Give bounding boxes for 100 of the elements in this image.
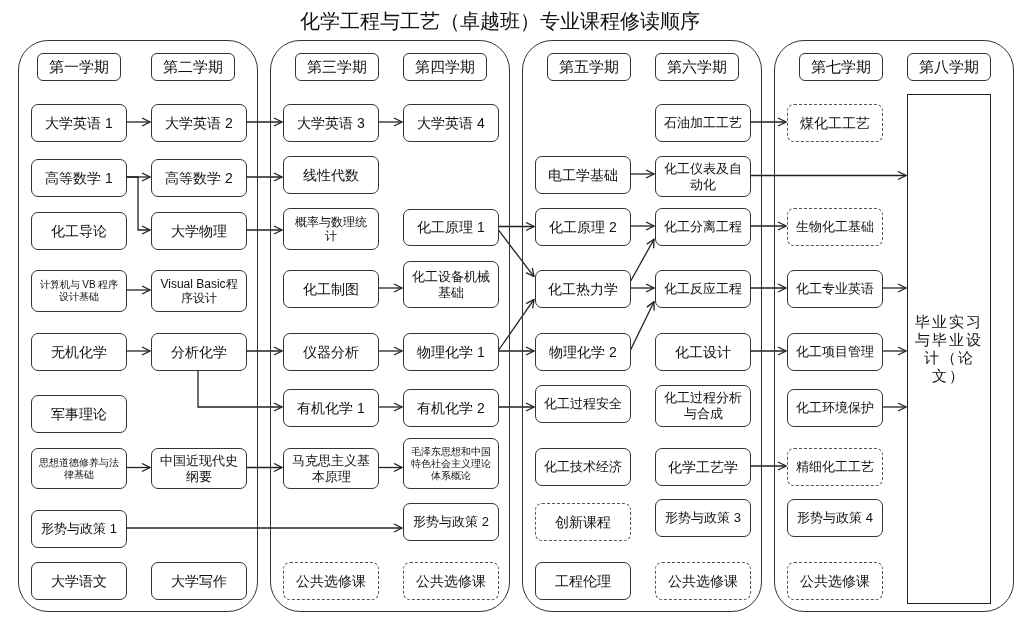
arrow [629,283,655,293]
semester-panel [774,40,1014,612]
course-box: 马克思主义基本原理 [283,448,379,489]
semester-box: 第八学期 [907,53,991,81]
course-box: 化工项目管理 [787,333,883,371]
course-box: 线性代数 [283,156,379,194]
arrow [245,346,283,356]
course-box: 中国近现代史纲要 [151,448,247,489]
course-box: 大学英语 3 [283,104,379,142]
semester-box: 第二学期 [151,53,235,81]
arrow [377,117,403,127]
course-box: 军事理论 [31,395,127,433]
arrow [125,285,151,295]
arrow [749,283,787,293]
arrow [377,283,403,293]
semester-box: 第六学期 [655,53,739,81]
arrow [377,462,403,473]
semester-box: 第三学期 [295,53,379,81]
course-box: 形势与政策 2 [403,503,499,541]
arrow [749,221,787,231]
course-box: 无机化学 [31,333,127,371]
semester-box: 第七学期 [799,53,883,81]
course-box: 电工学基础 [535,156,631,194]
course-box: 化工过程分析与合成 [655,385,751,427]
course-box: 化工环境保护 [787,389,883,427]
arrow [245,172,283,182]
course-box: 物理化学 2 [535,333,631,371]
course-box: 大学英语 1 [31,104,127,142]
elective-box: 公共选修课 [655,562,751,600]
arrow [749,461,787,471]
arrow [881,346,907,356]
arrow [881,283,907,293]
arrow [749,117,787,127]
course-box: 化工分离工程 [655,208,751,246]
elective-box: 公共选修课 [283,562,379,600]
arrow [125,176,151,235]
course-box: 大学语文 [31,562,127,600]
course-box: 化工原理 1 [403,209,499,246]
title: 化学工程与工艺（卓越班）专业课程修读顺序 [299,9,701,34]
arrow [197,369,283,412]
course-box: 仪器分析 [283,333,379,371]
arrow [245,225,283,235]
arrow [245,117,283,127]
arrow [881,402,907,412]
course-box: Visual Basic程序设计 [151,270,247,312]
course-box: 形势与政策 4 [787,499,883,537]
course-box: 化工仪表及自动化 [655,156,751,197]
course-box: 化工技术经济 [535,448,631,486]
elective-box: 公共选修课 [403,562,499,600]
arrow [497,228,535,278]
arrow [497,221,535,232]
course-box: 工程伦理 [535,562,631,600]
semester-box: 第四学期 [403,53,487,81]
course-box: 化工原理 2 [535,208,631,246]
course-box: 概率与数理统计 [283,208,379,250]
course-box: 分析化学 [151,333,247,371]
course-box: 形势与政策 1 [31,510,127,548]
graduation-box: 毕业实习与毕业设计（论文） [907,94,991,604]
elective-box: 精细化工工艺 [787,448,883,486]
course-box: 高等数学 1 [31,159,127,197]
semester-box: 第一学期 [37,53,121,81]
arrow [629,169,655,179]
course-box: 计算机与 VB 程序设计基础 [31,270,127,312]
arrow [245,462,283,473]
arrow [629,221,655,231]
course-box: 化学工艺学 [655,448,751,486]
course-box: 化工设备机械基础 [403,261,499,308]
elective-box: 煤化工工艺 [787,104,883,142]
elective-box: 创新课程 [535,503,631,541]
arrow [125,462,151,473]
course-box: 思想道德修养与法律基础 [31,448,127,489]
arrow [125,523,403,533]
course-box: 化工反应工程 [655,270,751,308]
arrow [497,402,535,412]
course-box: 大学写作 [151,562,247,600]
semester-box: 第五学期 [547,53,631,81]
semester-panel [270,40,510,612]
course-box: 大学英语 2 [151,104,247,142]
semester-panel [522,40,762,612]
course-box: 毛泽东思想和中国特色社会主义理论体系概论 [403,438,499,489]
course-box: 化工热力学 [535,270,631,308]
arrow [749,346,787,356]
course-box: 物理化学 1 [403,333,499,371]
arrow [497,346,535,356]
course-box: 化工专业英语 [787,270,883,308]
course-box: 大学物理 [151,212,247,250]
semester-panel [18,40,258,612]
arrow [125,117,151,127]
arrow [497,298,535,352]
arrow [377,346,403,356]
arrow [125,346,151,356]
course-box: 化工制图 [283,270,379,308]
arrow [629,238,655,283]
course-box: 石油加工工艺 [655,104,751,142]
arrow [629,301,655,352]
elective-box: 生物化工基础 [787,208,883,246]
course-box: 高等数学 2 [151,159,247,197]
course-box: 化工过程安全 [535,385,631,423]
course-box: 形势与政策 3 [655,499,751,537]
course-box: 化工导论 [31,212,127,250]
